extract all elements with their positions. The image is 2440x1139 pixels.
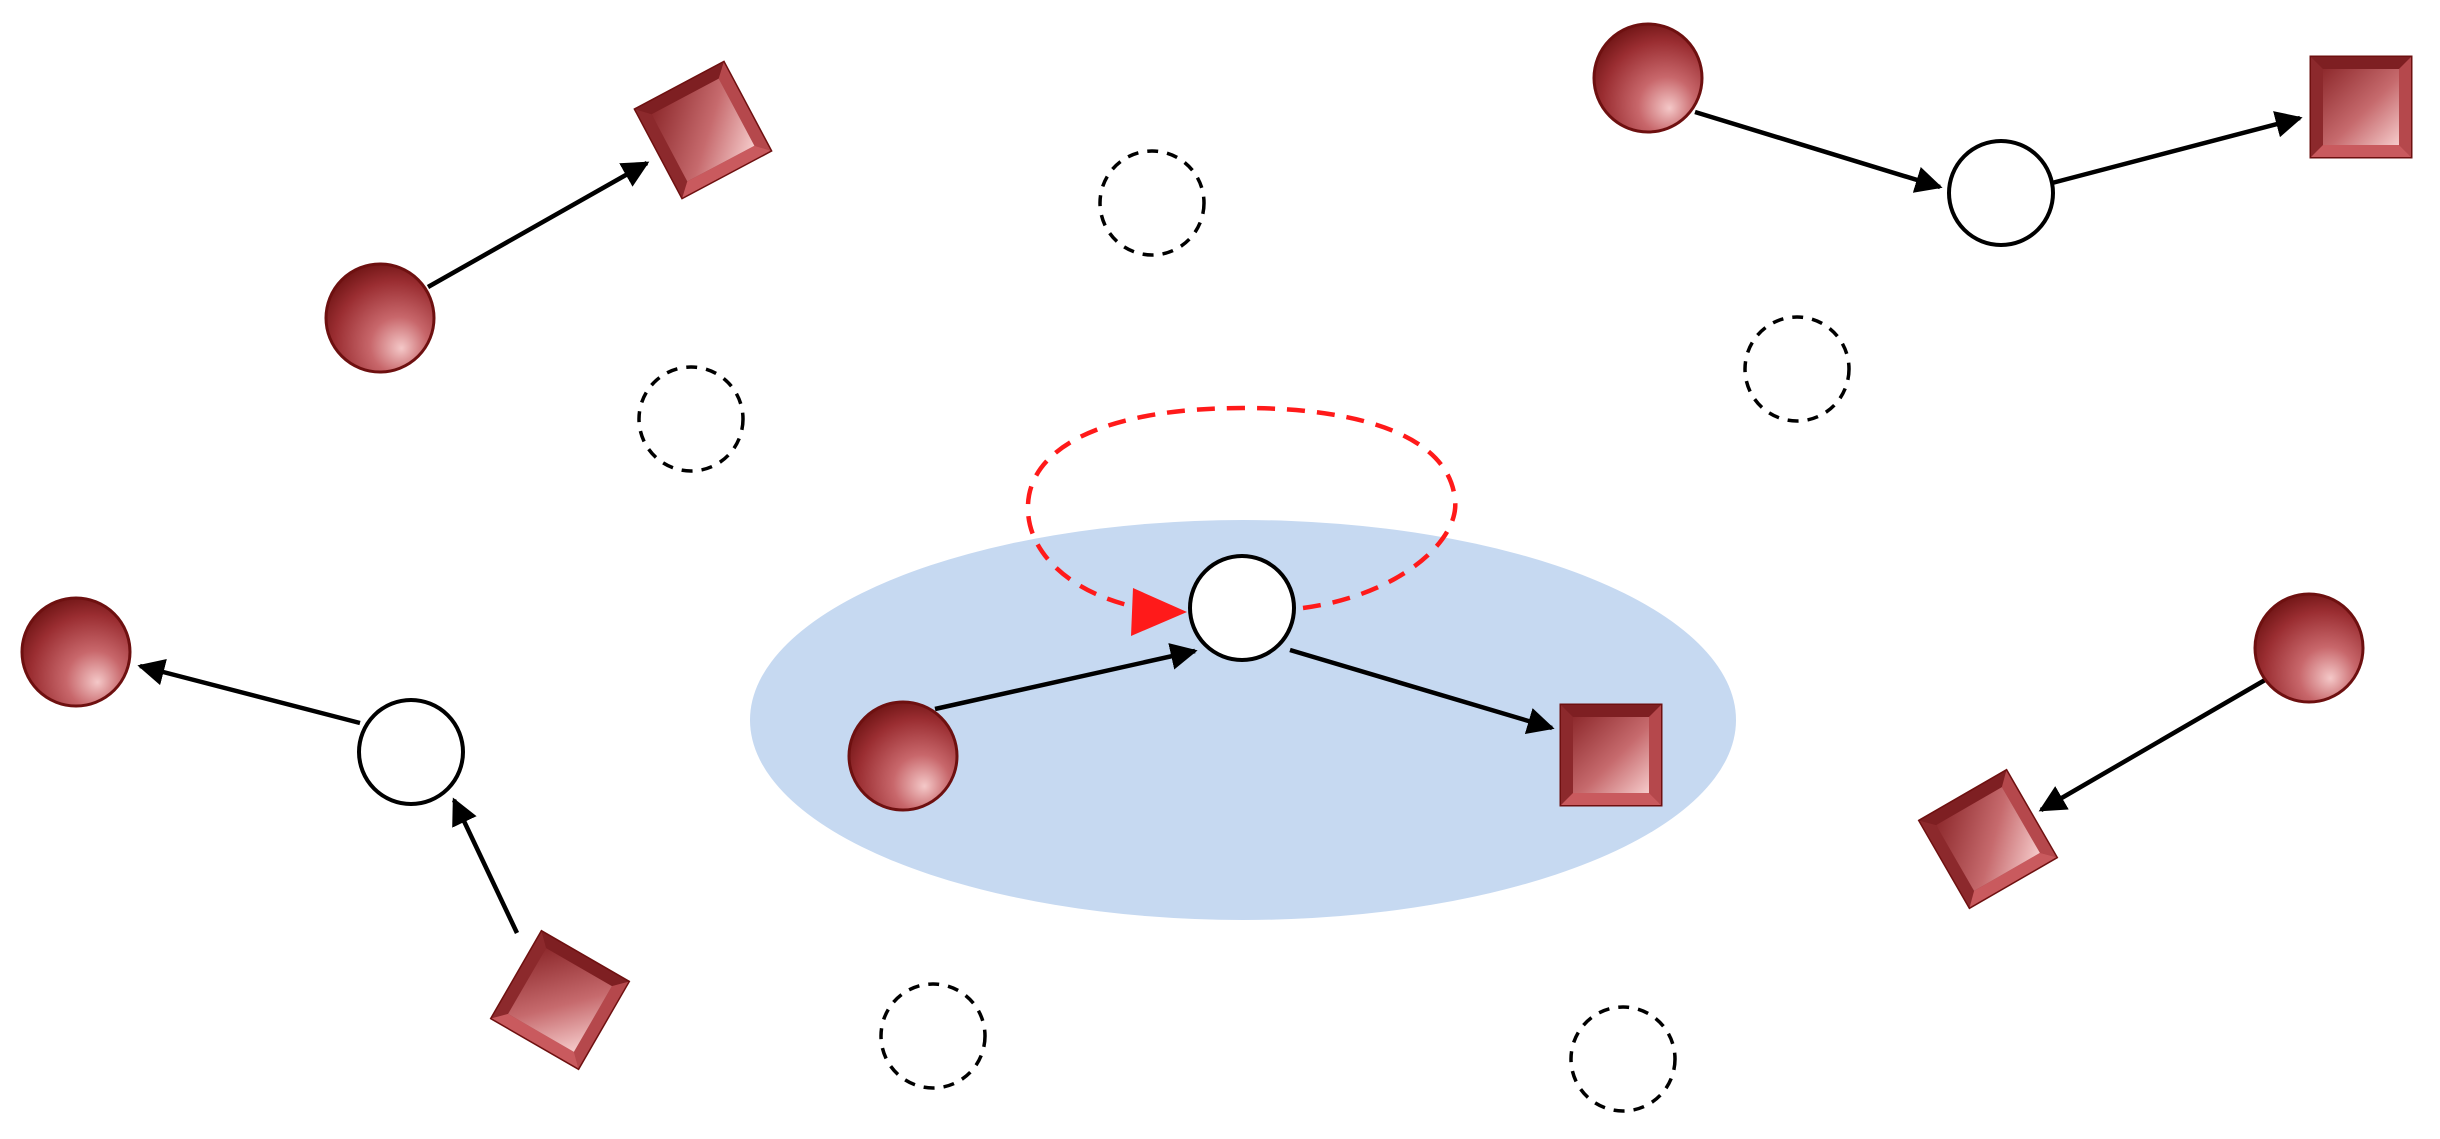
edge-arrow — [2051, 111, 2303, 186]
placeholder-circle — [1098, 149, 1206, 257]
feedback-loop — [1025, 405, 1458, 611]
edge-arrow — [934, 643, 1198, 712]
feedback-arrowhead — [1131, 588, 1187, 636]
sphere-node — [847, 700, 959, 812]
square-node — [1559, 703, 1663, 807]
edge-arrow — [137, 659, 361, 726]
square-node — [633, 60, 773, 200]
square-node — [490, 930, 630, 1070]
empty-node — [1188, 554, 1296, 662]
edge-arrow — [1694, 109, 1943, 193]
edge-arrow — [451, 797, 520, 934]
sphere-node — [20, 596, 132, 708]
edge-arrow — [426, 161, 650, 289]
placeholder-circle — [879, 982, 987, 1090]
empty-node — [1947, 139, 2055, 247]
sphere-node — [2253, 592, 2365, 704]
highlight-region — [750, 520, 1736, 920]
placeholder-circle — [1569, 1005, 1677, 1113]
sphere-node — [1592, 22, 1704, 134]
square-node — [2309, 55, 2413, 159]
placeholder-circle — [637, 365, 745, 473]
placeholder-circle — [1743, 315, 1851, 423]
square-node — [1918, 769, 2058, 909]
edge-arrow — [1289, 647, 1555, 735]
sphere-node — [324, 262, 436, 374]
empty-node — [357, 698, 465, 806]
edge-arrow — [2038, 678, 2267, 812]
